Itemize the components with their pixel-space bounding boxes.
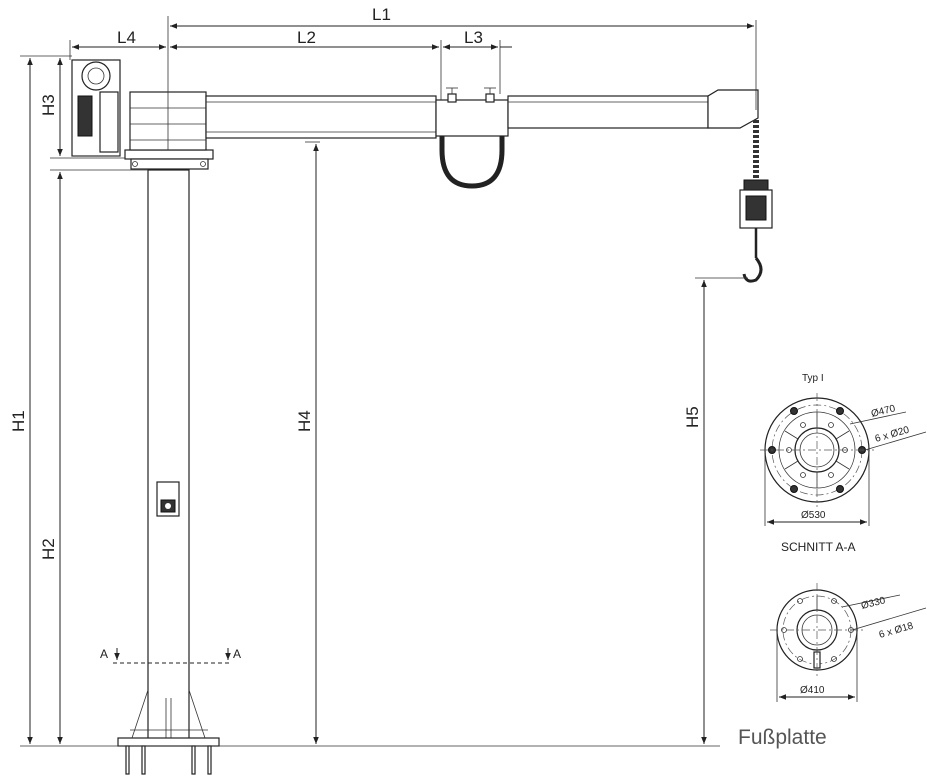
dim-label-h1: H1 — [9, 410, 28, 432]
boom-inner — [205, 95, 437, 139]
footplate — [770, 583, 927, 702]
boom-outer — [507, 95, 709, 129]
hose-loop — [439, 136, 505, 189]
boom-tip — [707, 89, 759, 129]
bolt-circle-330: Ø330 — [860, 595, 887, 612]
articulation-joint — [435, 99, 509, 137]
section-marker-right: A — [233, 647, 241, 661]
holes-6x18: 6 x Ø18 — [878, 621, 915, 641]
dim-label-h5: H5 — [683, 406, 702, 428]
dim-label-l2: L2 — [297, 28, 316, 47]
dim-label-h2: H2 — [39, 538, 58, 560]
bolt-circle-470: Ø470 — [870, 403, 897, 420]
dim-label-h4: H4 — [295, 410, 314, 432]
section-marker-left: A — [100, 647, 108, 661]
crane-geometry — [71, 59, 773, 775]
section-caption: SCHNITT A-A — [781, 540, 855, 554]
section-aa-plate: Typ I — [760, 373, 927, 526]
anchor-bolts — [125, 745, 212, 775]
base-plate — [117, 737, 220, 747]
dim-label-l4: L4 — [117, 28, 136, 47]
head-flange — [124, 149, 214, 160]
dimension-lines — [20, 16, 757, 747]
dim-label-h3: H3 — [39, 94, 58, 116]
typ-label: Typ I — [802, 373, 824, 384]
footplate-label: Fußplatte — [738, 726, 827, 749]
outer-diameter-410: Ø410 — [800, 685, 825, 696]
outer-diameter-530: Ø530 — [801, 510, 826, 521]
column — [147, 169, 190, 746]
dim-label-l3: L3 — [464, 28, 483, 47]
hoist — [739, 120, 773, 283]
hook — [742, 257, 763, 283]
dim-label-l1: L1 — [372, 5, 391, 24]
